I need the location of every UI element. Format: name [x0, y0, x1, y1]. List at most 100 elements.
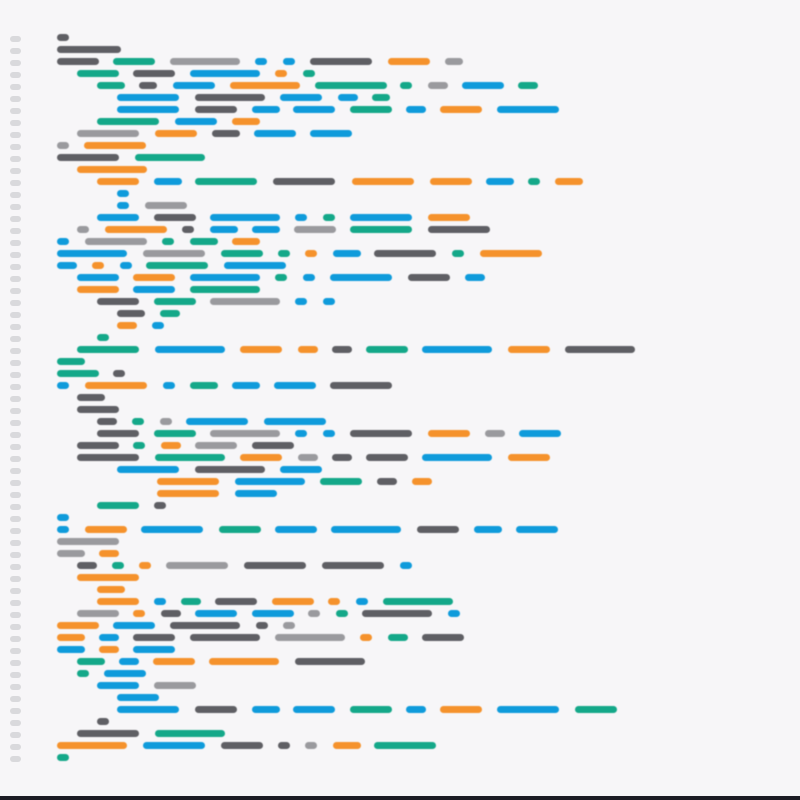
- code-token: [135, 154, 205, 161]
- line-number: [10, 324, 21, 330]
- code-token: [117, 106, 179, 113]
- code-token: [57, 46, 121, 53]
- code-token: [328, 598, 340, 605]
- code-token: [57, 142, 69, 149]
- code-token: [254, 130, 296, 137]
- code-token: [77, 130, 139, 137]
- code-token: [295, 298, 307, 305]
- code-token: [508, 454, 550, 461]
- line-number: [10, 504, 21, 510]
- code-token: [104, 670, 146, 677]
- line-number: [10, 204, 21, 210]
- code-token: [57, 742, 127, 749]
- code-token: [77, 346, 139, 353]
- code-token: [272, 598, 314, 605]
- code-token: [215, 598, 257, 605]
- code-token: [256, 622, 268, 629]
- code-token: [160, 418, 172, 425]
- code-token: [212, 130, 240, 137]
- code-token: [293, 106, 335, 113]
- code-token: [170, 58, 240, 65]
- code-token: [85, 526, 127, 533]
- line-number: [10, 396, 21, 402]
- line-number: [10, 492, 21, 498]
- code-token: [57, 238, 69, 245]
- code-token: [99, 634, 119, 641]
- code-token: [145, 202, 187, 209]
- code-token: [97, 118, 159, 125]
- code-token: [295, 214, 307, 221]
- code-token: [310, 58, 372, 65]
- code-token: [210, 298, 280, 305]
- code-token: [422, 454, 492, 461]
- line-number: [10, 252, 21, 258]
- code-token: [175, 118, 217, 125]
- code-token: [97, 682, 139, 689]
- code-token: [85, 382, 147, 389]
- code-token: [166, 562, 228, 569]
- code-token: [132, 418, 144, 425]
- code-token: [77, 658, 105, 665]
- code-token: [195, 706, 237, 713]
- code-token: [240, 346, 282, 353]
- code-token: [323, 430, 335, 437]
- line-number: [10, 192, 21, 198]
- code-token: [57, 754, 69, 761]
- code-token: [120, 262, 132, 269]
- code-token: [57, 262, 77, 269]
- code-token: [452, 250, 464, 257]
- code-token: [278, 250, 290, 257]
- code-token: [240, 454, 282, 461]
- code-token: [92, 262, 104, 269]
- code-token: [383, 598, 453, 605]
- code-token: [221, 250, 263, 257]
- code-token: [143, 250, 205, 257]
- code-token: [99, 646, 119, 653]
- code-token: [155, 730, 225, 737]
- code-token: [221, 742, 263, 749]
- line-number: [10, 624, 21, 630]
- code-token: [350, 214, 412, 221]
- code-token: [85, 238, 147, 245]
- code-token: [77, 70, 119, 77]
- code-token: [275, 274, 287, 281]
- code-token: [133, 286, 175, 293]
- code-token: [274, 382, 316, 389]
- code-token: [57, 526, 69, 533]
- line-number: [10, 360, 21, 366]
- code-token: [294, 226, 336, 233]
- code-token: [77, 274, 119, 281]
- code-token: [77, 394, 105, 401]
- code-token: [77, 454, 139, 461]
- code-token: [323, 298, 335, 305]
- code-token: [406, 706, 426, 713]
- code-token: [474, 526, 502, 533]
- line-number: [10, 600, 21, 606]
- code-token: [97, 502, 139, 509]
- code-token: [230, 82, 300, 89]
- code-token: [465, 274, 485, 281]
- code-token: [283, 58, 295, 65]
- code-token: [332, 346, 352, 353]
- code-token: [77, 286, 119, 293]
- line-number-gutter: [0, 0, 32, 796]
- line-number: [10, 384, 21, 390]
- code-token: [117, 322, 137, 329]
- code-token: [555, 178, 583, 185]
- code-token: [388, 58, 430, 65]
- line-number: [10, 588, 21, 594]
- code-token: [462, 82, 504, 89]
- code-token: [428, 226, 490, 233]
- code-token: [293, 706, 335, 713]
- code-token: [330, 274, 392, 281]
- line-number: [10, 60, 21, 66]
- line-number: [10, 276, 21, 282]
- code-token: [113, 370, 125, 377]
- code-token: [264, 418, 326, 425]
- code-token: [195, 178, 257, 185]
- code-token: [97, 178, 139, 185]
- code-token: [485, 430, 505, 437]
- code-token: [360, 634, 372, 641]
